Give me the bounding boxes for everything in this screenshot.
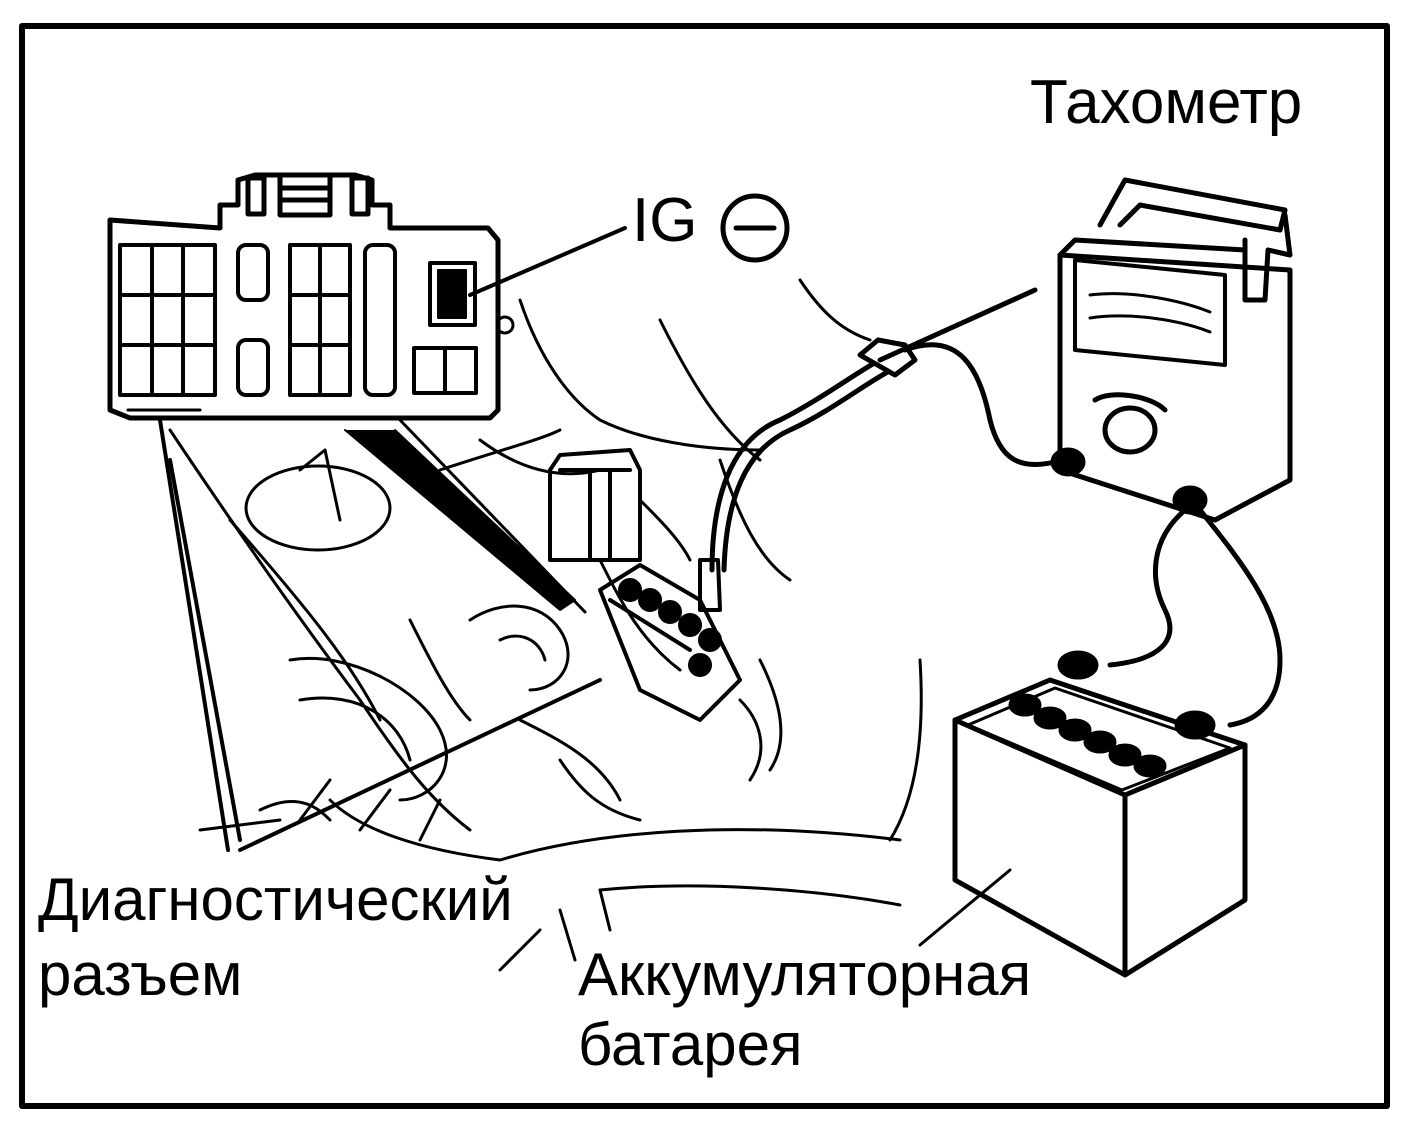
battery-label-line1: Аккумуляторная xyxy=(578,941,1032,1008)
tachometer-drawing xyxy=(1050,177,1293,523)
magnify-lines xyxy=(158,418,602,852)
diagnostic-connector-label-line2: разъем xyxy=(38,941,243,1008)
tach-battery-cables xyxy=(1107,507,1283,728)
tach-probe-cable xyxy=(709,287,1058,573)
minus-in-circle-icon xyxy=(720,193,790,263)
ig-leader-line xyxy=(468,226,627,297)
tachometer-label: Тахометр xyxy=(1030,68,1303,137)
outer-border xyxy=(19,23,1390,1109)
diag-connector-small xyxy=(548,448,742,722)
engine-bay-sketch xyxy=(168,278,923,972)
diag-connector-large xyxy=(107,172,515,421)
battery-drawing xyxy=(918,650,1248,978)
ig-terminal-label: IG xyxy=(632,186,698,255)
battery-label-line2: батарея xyxy=(578,1011,803,1078)
diagnostic-connector-label-line1: Диагностический xyxy=(38,866,513,933)
